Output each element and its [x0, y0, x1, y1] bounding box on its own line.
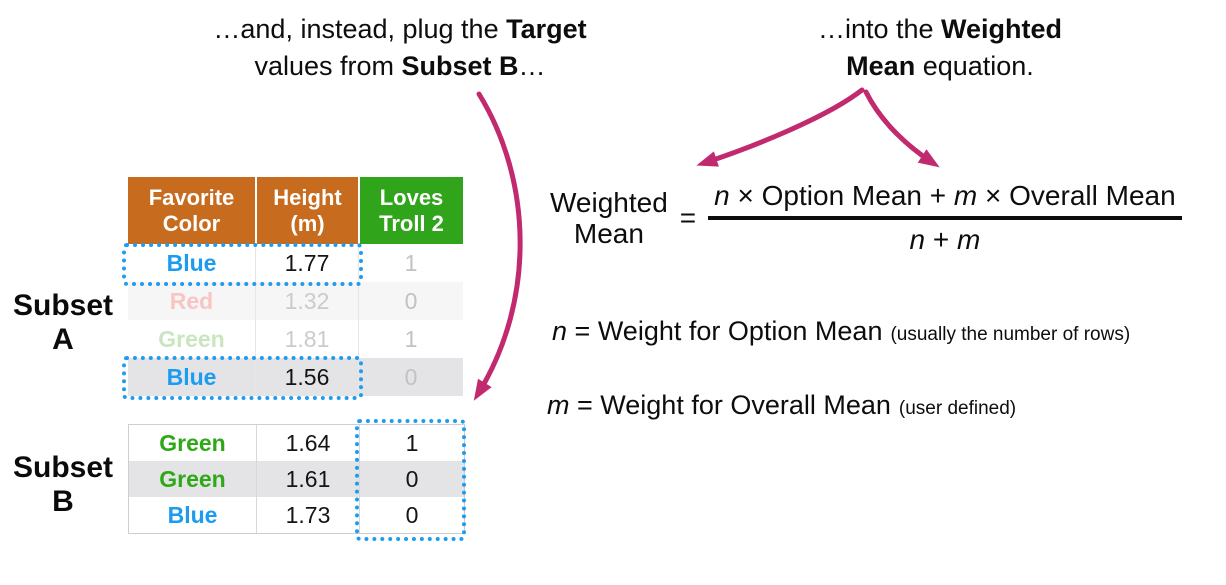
cell-troll: 1: [358, 320, 463, 358]
equation-lhs-line: Weighted: [550, 187, 668, 218]
definition-n-note: (usually the number of rows): [890, 324, 1131, 345]
definition-m-label: Weight for Overall Mean: [600, 390, 891, 420]
table-row: Green 1.81 1: [128, 320, 463, 358]
table-row: Blue 1.73 0: [129, 497, 464, 533]
cell-color: Blue: [166, 249, 217, 276]
cell-troll: 0: [359, 497, 464, 533]
table-row: Red 1.32 0: [128, 282, 463, 320]
definition-n-label: Weight for Option Mean: [597, 316, 883, 346]
caption-line: …into the Weighted: [817, 14, 1063, 44]
fraction-bar: [708, 216, 1182, 220]
arrow-to-equation-m: [863, 89, 940, 168]
arrow-to-equation-n: [696, 87, 865, 167]
cell-troll: 0: [358, 282, 463, 320]
cell-color: Blue: [166, 363, 217, 390]
cell-height: 1.81: [255, 320, 358, 358]
subset-b-table: Green 1.64 1 Green 1.61 0 Blue 1.73 0: [128, 424, 465, 534]
fraction-numerator: n × Option Mean + m × Overall Mean: [714, 180, 1176, 211]
variable-m: m: [547, 390, 570, 420]
subset-a-table: Favorite Color Height (m) Loves Troll 2 …: [128, 177, 463, 396]
caption-weighted-mean: …into the Weighted Mean equation.: [780, 11, 1100, 85]
table-row: Blue 1.77 1: [128, 244, 463, 282]
equation-fraction: n × Option Mean + m × Overall Mean n + m: [708, 180, 1182, 256]
subset-a-label-word: Subset: [12, 289, 114, 322]
cell-height: 1.73: [256, 497, 359, 533]
equation-lhs-line: Mean: [573, 218, 644, 249]
equation-lhs: Weighted Mean: [550, 187, 668, 249]
cell-troll: 0: [359, 461, 464, 497]
cell-troll: 1: [358, 244, 463, 282]
cell-color: Blue: [167, 501, 218, 528]
subset-a-label-letter: A: [52, 323, 74, 356]
cell-height: 1.77: [255, 244, 358, 282]
weighted-mean-equation: Weighted Mean = n × Option Mean + m × Ov…: [550, 180, 1182, 256]
cell-troll: 0: [358, 358, 463, 396]
table-row: Green 1.64 1: [129, 425, 464, 461]
cell-color: Red: [169, 287, 214, 314]
variable-n: n: [552, 316, 568, 346]
cell-color: Green: [159, 429, 226, 456]
header-loves-troll-2: Loves Troll 2: [358, 177, 463, 244]
cell-height: 1.32: [255, 282, 358, 320]
equals-sign: =: [679, 202, 697, 233]
arrow-to-subset-b: [473, 91, 523, 401]
table-row: Blue 1.56 0: [128, 358, 463, 396]
caption-plug-target: …and, instead, plug the Target values fr…: [145, 11, 655, 85]
subset-b-label: Subset B: [2, 451, 124, 519]
table-row: Green 1.61 0: [129, 461, 464, 497]
caption-line: values from Subset B…: [254, 51, 546, 81]
table-header-row: Favorite Color Height (m) Loves Troll 2: [128, 177, 463, 244]
cell-color: Green: [159, 465, 226, 492]
cell-height: 1.64: [256, 425, 359, 461]
subset-b-label-word: Subset: [12, 451, 114, 484]
caption-line: …and, instead, plug the Target: [213, 14, 587, 44]
cell-height: 1.56: [255, 358, 358, 396]
definition-m-note: (user defined): [898, 398, 1017, 419]
definition-m: m = Weight for Overall Mean(user defined…: [547, 390, 1017, 420]
header-favorite-color: Favorite Color: [128, 177, 255, 244]
caption-line: Mean equation.: [846, 51, 1034, 81]
header-height: Height (m): [255, 177, 358, 244]
subset-b-label-letter: B: [52, 485, 74, 518]
fraction-denominator: n + m: [909, 224, 981, 255]
cell-color: Green: [158, 325, 225, 352]
cell-height: 1.61: [256, 461, 359, 497]
subset-a-label: Subset A: [2, 289, 124, 357]
cell-troll: 1: [359, 425, 464, 461]
definition-n: n = Weight for Option Mean(usually the n…: [552, 316, 1131, 346]
